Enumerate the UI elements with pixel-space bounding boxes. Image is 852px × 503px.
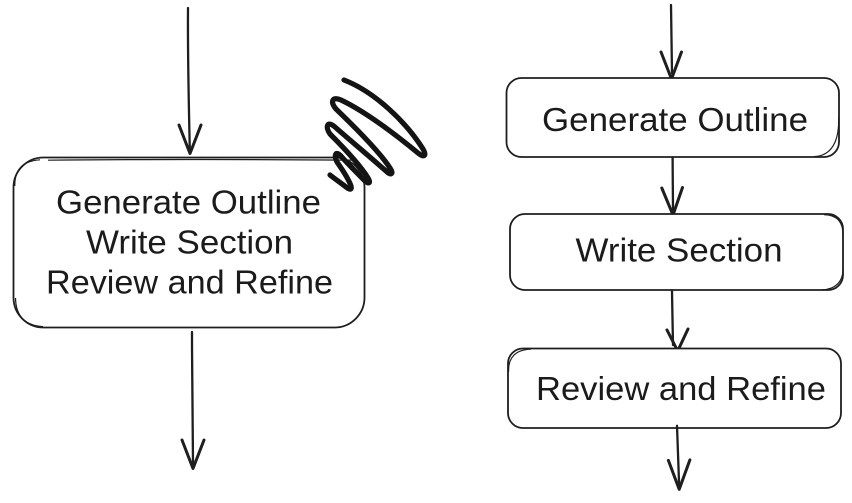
svg-text:Review and Refine: Review and Refine: [46, 264, 333, 301]
svg-text:Write Section: Write Section: [576, 232, 783, 269]
svg-text:Generate Outline: Generate Outline: [542, 101, 808, 138]
svg-text:Write Section: Write Section: [86, 224, 293, 261]
svg-text:Generate Outline: Generate Outline: [56, 184, 321, 221]
svg-text:Review and Refine: Review and Refine: [536, 370, 826, 407]
